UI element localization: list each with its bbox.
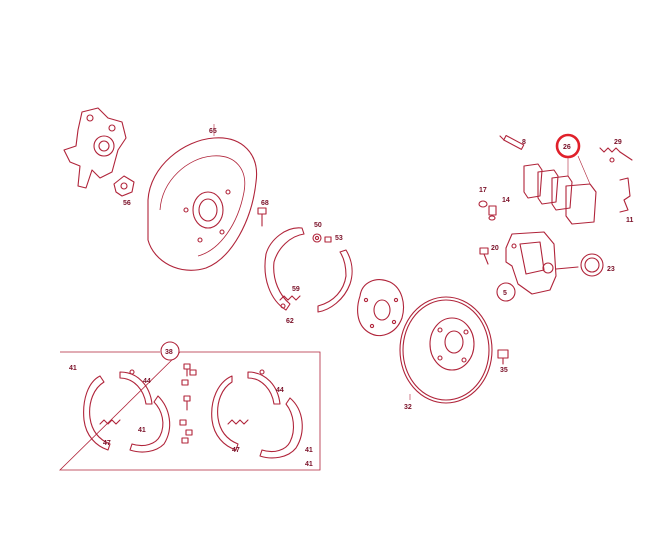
dust-shield[interactable] bbox=[147, 137, 258, 271]
steering-knuckle[interactable] bbox=[63, 107, 127, 189]
guide-pin-8[interactable] bbox=[499, 134, 525, 150]
callout-65[interactable]: 65 bbox=[209, 128, 217, 135]
adjuster-50[interactable] bbox=[312, 233, 322, 243]
kit-shoe-left[interactable] bbox=[83, 369, 171, 453]
callout-11[interactable]: 11 bbox=[626, 217, 634, 224]
bolt-68[interactable] bbox=[257, 207, 267, 227]
callout-50[interactable]: 50 bbox=[314, 222, 322, 229]
callout-20[interactable]: 20 bbox=[491, 245, 499, 252]
callout-62[interactable]: 62 bbox=[286, 318, 294, 325]
callout-23[interactable]: 23 bbox=[607, 266, 615, 273]
callout-44-a[interactable]: 44 bbox=[143, 378, 151, 385]
callout-41-d[interactable]: 41 bbox=[305, 461, 313, 468]
caliper-seal[interactable] bbox=[555, 253, 604, 277]
callout-38[interactable]: 38 bbox=[165, 349, 173, 356]
brake-disc[interactable] bbox=[399, 296, 493, 404]
bushing-14[interactable] bbox=[488, 205, 497, 221]
callout-17[interactable]: 17 bbox=[479, 187, 487, 194]
spring-53[interactable] bbox=[324, 236, 332, 243]
callout-41-c[interactable]: 41 bbox=[305, 447, 313, 454]
bolt-20[interactable] bbox=[479, 247, 489, 265]
callout-53[interactable]: 53 bbox=[335, 235, 343, 242]
bushing-17[interactable] bbox=[478, 200, 488, 208]
callout-47-a[interactable]: 47 bbox=[103, 440, 111, 447]
callout-41-b[interactable]: 41 bbox=[138, 427, 146, 434]
kit-hardware[interactable] bbox=[179, 363, 197, 444]
callout-59[interactable]: 59 bbox=[292, 286, 300, 293]
parking-brake-kit-box[interactable] bbox=[59, 351, 321, 471]
parking-brake-shoe[interactable] bbox=[264, 227, 353, 313]
callout-47-b[interactable]: 47 bbox=[232, 447, 240, 454]
kit-shoe-right[interactable] bbox=[211, 369, 303, 459]
brake-caliper[interactable] bbox=[505, 231, 557, 295]
highlight-ring-26 bbox=[555, 133, 581, 159]
spring-29[interactable] bbox=[599, 147, 633, 163]
callout-32[interactable]: 32 bbox=[404, 404, 412, 411]
spring-59[interactable] bbox=[279, 295, 301, 309]
callout-68[interactable]: 68 bbox=[261, 200, 269, 207]
wheel-hub[interactable] bbox=[357, 279, 405, 336]
callout-5[interactable]: 5 bbox=[503, 290, 507, 297]
callout-29[interactable]: 29 bbox=[614, 139, 622, 146]
callout-41-a[interactable]: 41 bbox=[69, 365, 77, 372]
callout-5-circle bbox=[496, 282, 516, 302]
retaining-clip-11[interactable] bbox=[619, 177, 631, 213]
callout-14[interactable]: 14 bbox=[502, 197, 510, 204]
callout-38-circle bbox=[160, 341, 180, 361]
callout-26[interactable]: 26 bbox=[563, 144, 571, 151]
callout-56[interactable]: 56 bbox=[123, 200, 131, 207]
brake-pad-set[interactable] bbox=[523, 155, 597, 225]
callout-44-b[interactable]: 44 bbox=[276, 387, 284, 394]
callout-35[interactable]: 35 bbox=[500, 367, 508, 374]
callout-8[interactable]: 8 bbox=[522, 139, 526, 146]
bolt-35[interactable] bbox=[497, 349, 509, 365]
bracket-part-56[interactable] bbox=[113, 175, 135, 197]
